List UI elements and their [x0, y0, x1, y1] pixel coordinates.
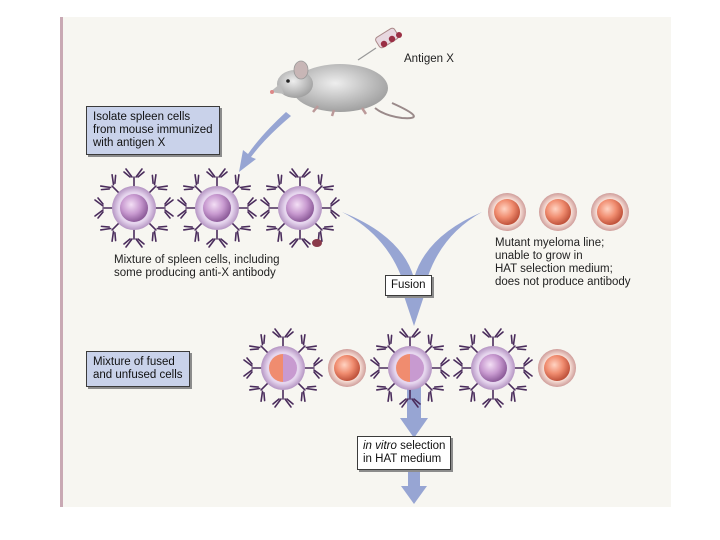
spleen-caption-line-2: some producing anti-X antibody — [114, 267, 276, 279]
myeloma-cell — [539, 193, 577, 231]
myeloma-caption-line-1: Mutant myeloma line; — [495, 237, 605, 249]
antigen-dot — [312, 239, 322, 247]
selection-italic: in vitro — [363, 440, 397, 452]
selection-line-2: in HAT medium — [363, 453, 442, 465]
arrow-mid-head — [400, 418, 428, 438]
spleen-cell — [370, 328, 450, 408]
myeloma-cell — [591, 193, 629, 231]
selection-rest: selection — [396, 440, 446, 452]
selection-box: in vitro selection in HAT medium — [357, 436, 452, 470]
isolate-line-1: Isolate spleen cells — [93, 111, 191, 123]
myeloma-caption-line-4: does not produce antibody — [495, 276, 631, 288]
spleen-cell — [260, 168, 340, 248]
isolate-spleen-box: Isolate spleen cells from mouse immunize… — [86, 106, 220, 155]
arrow-bottom-shaft — [408, 470, 420, 488]
spleen-cell — [94, 168, 174, 248]
arrow-to-spleen-cells — [239, 112, 291, 172]
selection-line-1: in vitro selection — [363, 440, 445, 453]
arrow-fusion-head — [404, 296, 424, 326]
myeloma-cell — [538, 349, 576, 387]
mixture-box: Mixture of fused and unfused cells — [86, 351, 190, 387]
fused-cell-row — [243, 328, 576, 408]
panel-edge — [60, 17, 63, 507]
arrows — [239, 112, 482, 504]
myeloma-caption: Mutant myeloma line; unable to grow in H… — [495, 237, 631, 289]
spleen-caption: Mixture of spleen cells, including some … — [114, 254, 280, 280]
fusion-merge-arrow — [342, 212, 482, 300]
antigen-label: Antigen X — [404, 53, 454, 65]
myeloma-caption-line-2: unable to grow in — [495, 250, 583, 262]
isolate-line-3: with antigen X — [93, 137, 166, 149]
myeloma-cell — [328, 349, 366, 387]
syringe-icon — [357, 27, 402, 61]
myeloma-cell-row — [488, 193, 629, 231]
spleen-cell — [453, 328, 533, 408]
myeloma-caption-line-3: HAT selection medium; — [495, 263, 613, 275]
arrow-bottom-head — [401, 486, 427, 504]
mixture-line-1: Mixture of fused — [93, 356, 175, 368]
spleen-cell — [243, 328, 323, 408]
isolate-line-2: from mouse immunized — [93, 124, 213, 136]
spleen-cell — [177, 168, 257, 248]
spleen-cell-row — [94, 168, 340, 248]
mixture-line-2: and unfused cells — [93, 369, 183, 381]
spleen-caption-line-1: Mixture of spleen cells, including — [114, 254, 280, 266]
fusion-box: Fusion — [385, 275, 432, 296]
myeloma-cell — [488, 193, 526, 231]
mouse-illustration — [270, 60, 415, 120]
